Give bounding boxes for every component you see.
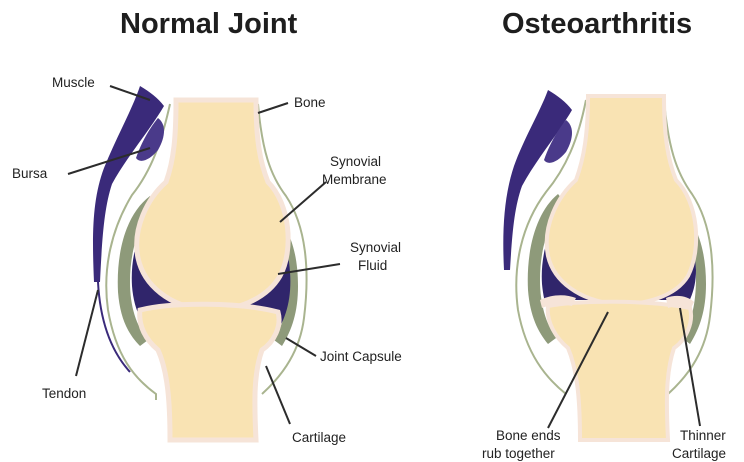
label-thinner-cartilage-2: Cartilage [672, 446, 726, 461]
label-synovial-membrane-1: Synovial [330, 154, 381, 169]
normal-lower-bone [140, 304, 279, 440]
oa-lower-bone [548, 302, 691, 440]
label-synovial-membrane-2: Membrane [322, 172, 387, 187]
leader-bone [258, 103, 288, 113]
label-bone-ends-rub-1: Bone ends [496, 428, 561, 443]
label-thinner-cartilage-1: Thinner [680, 428, 726, 443]
leader-tendon [76, 290, 98, 376]
leader-synovial-membrane [280, 182, 326, 222]
label-muscle: Muscle [52, 75, 95, 90]
label-bone-ends-rub-2: rub together [482, 446, 555, 461]
leader-joint-capsule [286, 338, 316, 356]
label-synovial-fluid-2: Fluid [358, 258, 387, 273]
osteoarthritis-joint [503, 90, 712, 440]
label-joint-capsule: Joint Capsule [320, 349, 402, 364]
label-bursa: Bursa [12, 166, 48, 181]
label-cartilage: Cartilage [292, 430, 346, 445]
label-tendon: Tendon [42, 386, 86, 401]
label-bone: Bone [294, 95, 326, 110]
label-synovial-fluid-1: Synovial [350, 240, 401, 255]
leader-cartilage [266, 366, 290, 424]
